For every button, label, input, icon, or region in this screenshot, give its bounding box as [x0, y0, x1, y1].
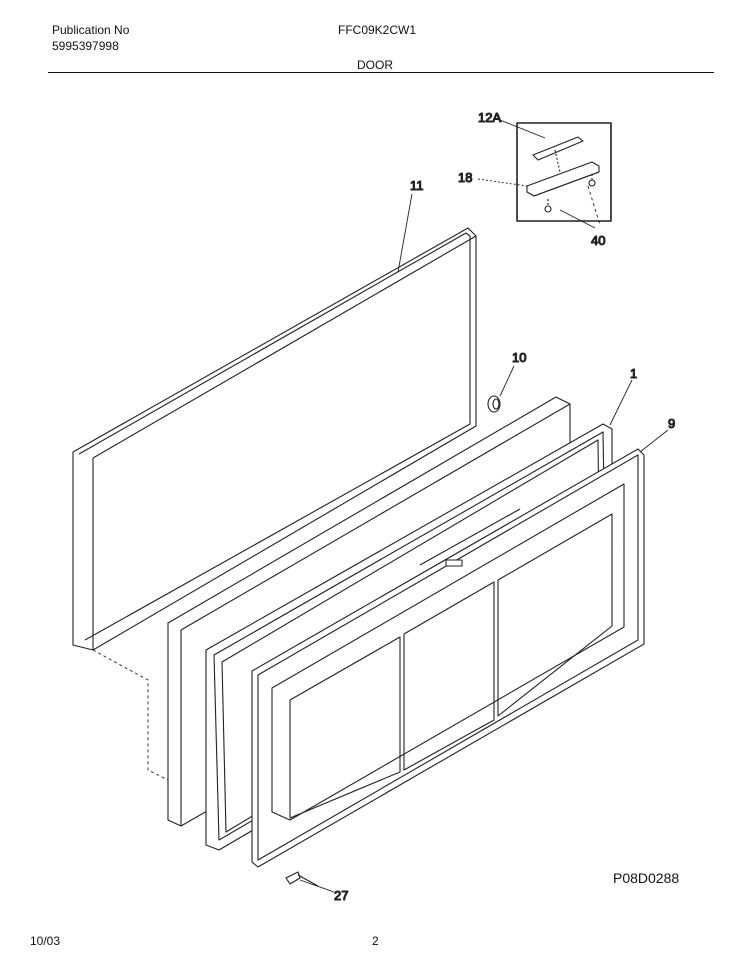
section-title: DOOR	[357, 58, 393, 72]
part-9-door-panel	[251, 448, 645, 868]
leader-lines	[299, 119, 669, 893]
callout-12a: 12A	[478, 110, 501, 125]
page-number: 2	[372, 934, 379, 948]
part-27-screw	[285, 871, 319, 887]
inset-detail-box	[516, 122, 612, 222]
part-40-screw-2	[588, 179, 596, 187]
part-11-liner-panel	[72, 227, 477, 651]
callout-18: 18	[458, 170, 472, 185]
drawing-reference-code: P08D0288	[613, 870, 680, 886]
publication-label: Publication No	[52, 23, 130, 37]
part-40-screw	[544, 205, 552, 213]
callout-40: 40	[591, 233, 605, 248]
part-10-plug	[487, 395, 501, 413]
publication-number: 5995397998	[52, 39, 119, 53]
header-divider	[48, 72, 714, 73]
part-18-handle-trim	[526, 161, 600, 197]
callout-9: 9	[668, 416, 675, 431]
assembly-guide-lines	[92, 185, 601, 781]
model-number: FFC09K2CW1	[338, 23, 417, 37]
part-12a-strip	[532, 136, 584, 161]
callout-27: 27	[334, 888, 348, 903]
footer-date: 10/03	[30, 934, 61, 948]
callout-1: 1	[630, 366, 637, 381]
callout-11: 11	[410, 178, 424, 193]
callout-10: 10	[512, 350, 526, 365]
